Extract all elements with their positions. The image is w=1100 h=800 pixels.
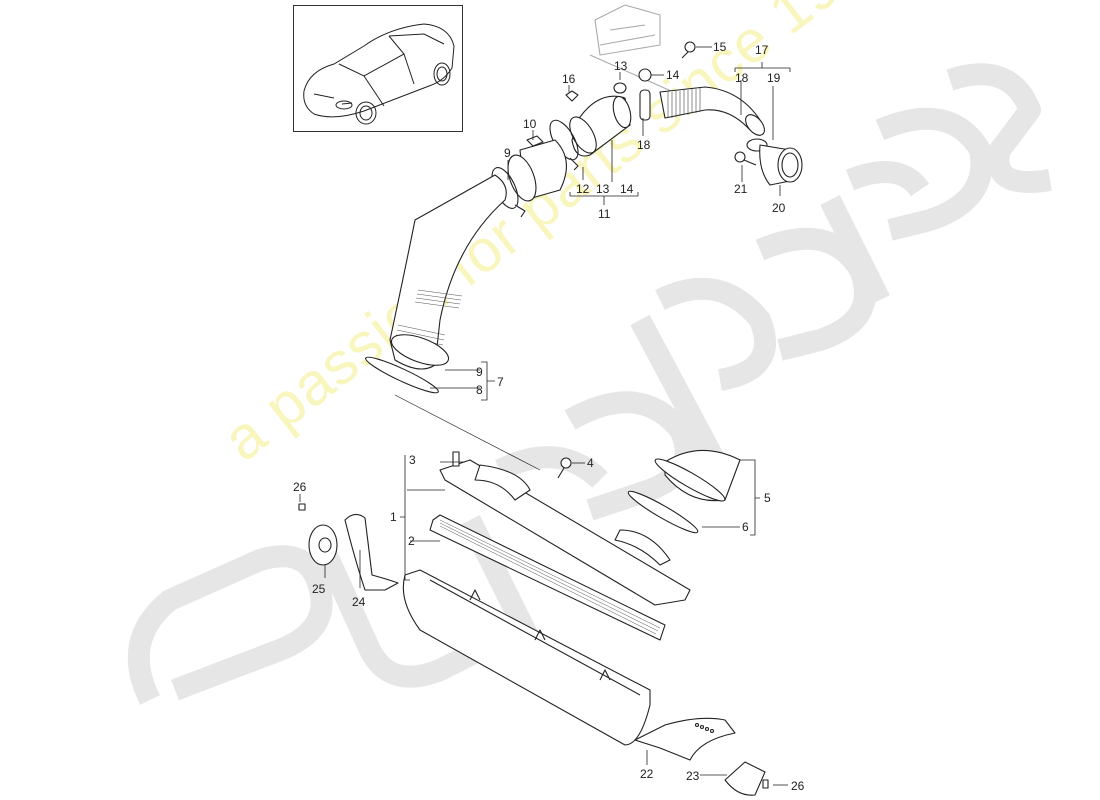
part-label-20[interactable]: 20 — [772, 201, 786, 215]
part-label-13-set[interactable]: 13 — [596, 182, 610, 196]
part-label-12[interactable]: 12 — [576, 182, 590, 196]
part-label-10[interactable]: 10 — [523, 117, 537, 131]
part-label-9-seal[interactable]: 9 — [476, 365, 483, 379]
part-label-6[interactable]: 6 — [742, 520, 749, 534]
part-label-21[interactable]: 21 — [734, 182, 748, 196]
part-label-8[interactable]: 8 — [476, 383, 483, 397]
part-label-18[interactable]: 18 — [735, 71, 749, 85]
part-label-14-set[interactable]: 14 — [620, 182, 634, 196]
part-label-14[interactable]: 14 — [666, 68, 680, 82]
part-label-2[interactable]: 2 — [408, 534, 415, 548]
part-label-19[interactable]: 19 — [767, 71, 781, 85]
part-label-26-lower[interactable]: 26 — [791, 779, 805, 793]
part-label-15[interactable]: 15 — [713, 40, 727, 54]
car-overview-thumbnail — [293, 5, 463, 132]
part-label-5[interactable]: 5 — [764, 491, 771, 505]
leader-lines — [299, 46, 791, 786]
part-label-13[interactable]: 13 — [614, 59, 628, 73]
part-label-18-clamp[interactable]: 18 — [637, 138, 651, 152]
part-label-26[interactable]: 26 — [293, 480, 307, 494]
part-label-23[interactable]: 23 — [686, 769, 700, 783]
car-icon — [303, 23, 455, 125]
part-label-16[interactable]: 16 — [562, 72, 576, 86]
part-label-9[interactable]: 9 — [504, 146, 511, 160]
part-label-11[interactable]: 11 — [598, 207, 611, 221]
part-label-7[interactable]: 7 — [497, 375, 504, 389]
part-label-3[interactable]: 3 — [409, 453, 416, 467]
part-label-4[interactable]: 4 — [587, 456, 594, 470]
bracket-outline — [589, 4, 681, 96]
part-label-17[interactable]: 17 — [755, 43, 769, 57]
part-label-24[interactable]: 24 — [352, 595, 366, 609]
part-label-25[interactable]: 25 — [312, 582, 326, 596]
part-label-1[interactable]: 1 — [390, 510, 397, 524]
part-label-22[interactable]: 22 — [640, 767, 654, 781]
